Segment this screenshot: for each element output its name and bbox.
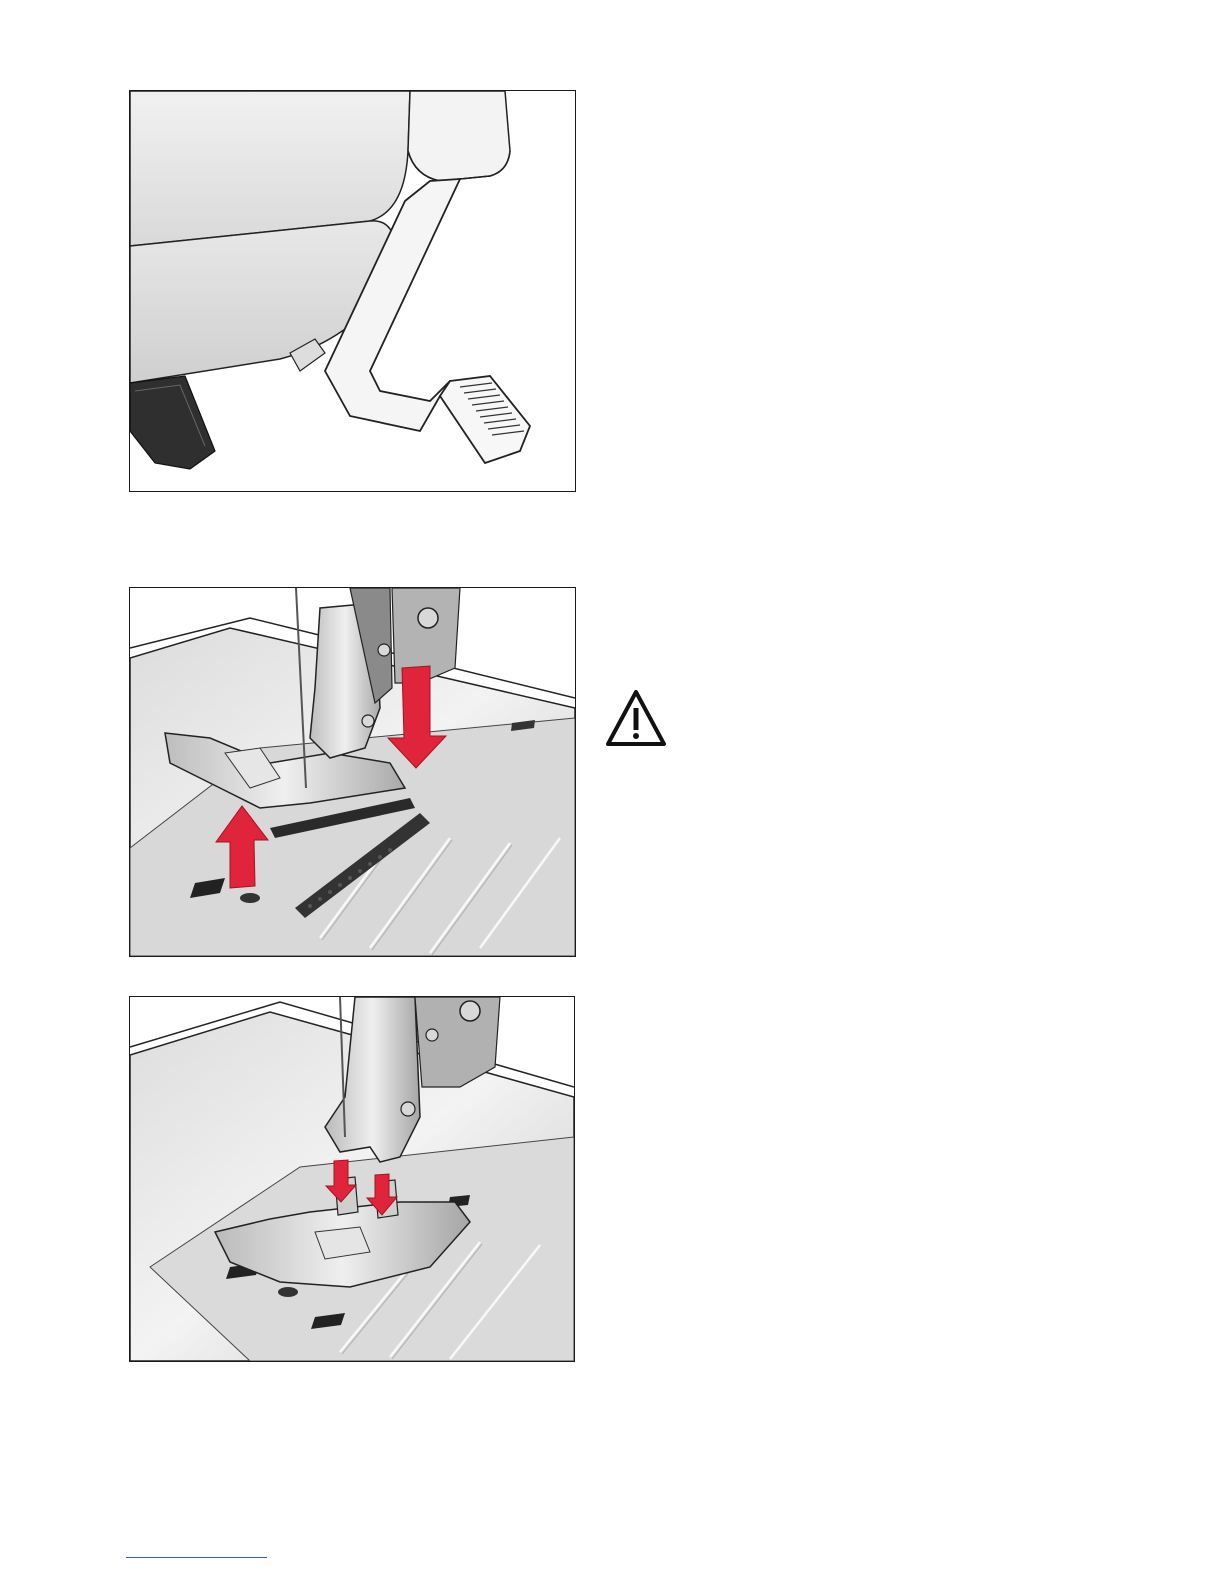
- foot-attach-illustration: [130, 997, 574, 1361]
- footer-rule: [126, 1557, 267, 1558]
- warning-triangle-icon: [604, 688, 668, 748]
- knee-lift-illustration: [130, 91, 575, 491]
- figure-foot-attach: [129, 996, 575, 1362]
- figure-foot-removal: [129, 587, 576, 957]
- figure-knee-lift: [129, 90, 576, 492]
- foot-removal-illustration: [130, 588, 575, 956]
